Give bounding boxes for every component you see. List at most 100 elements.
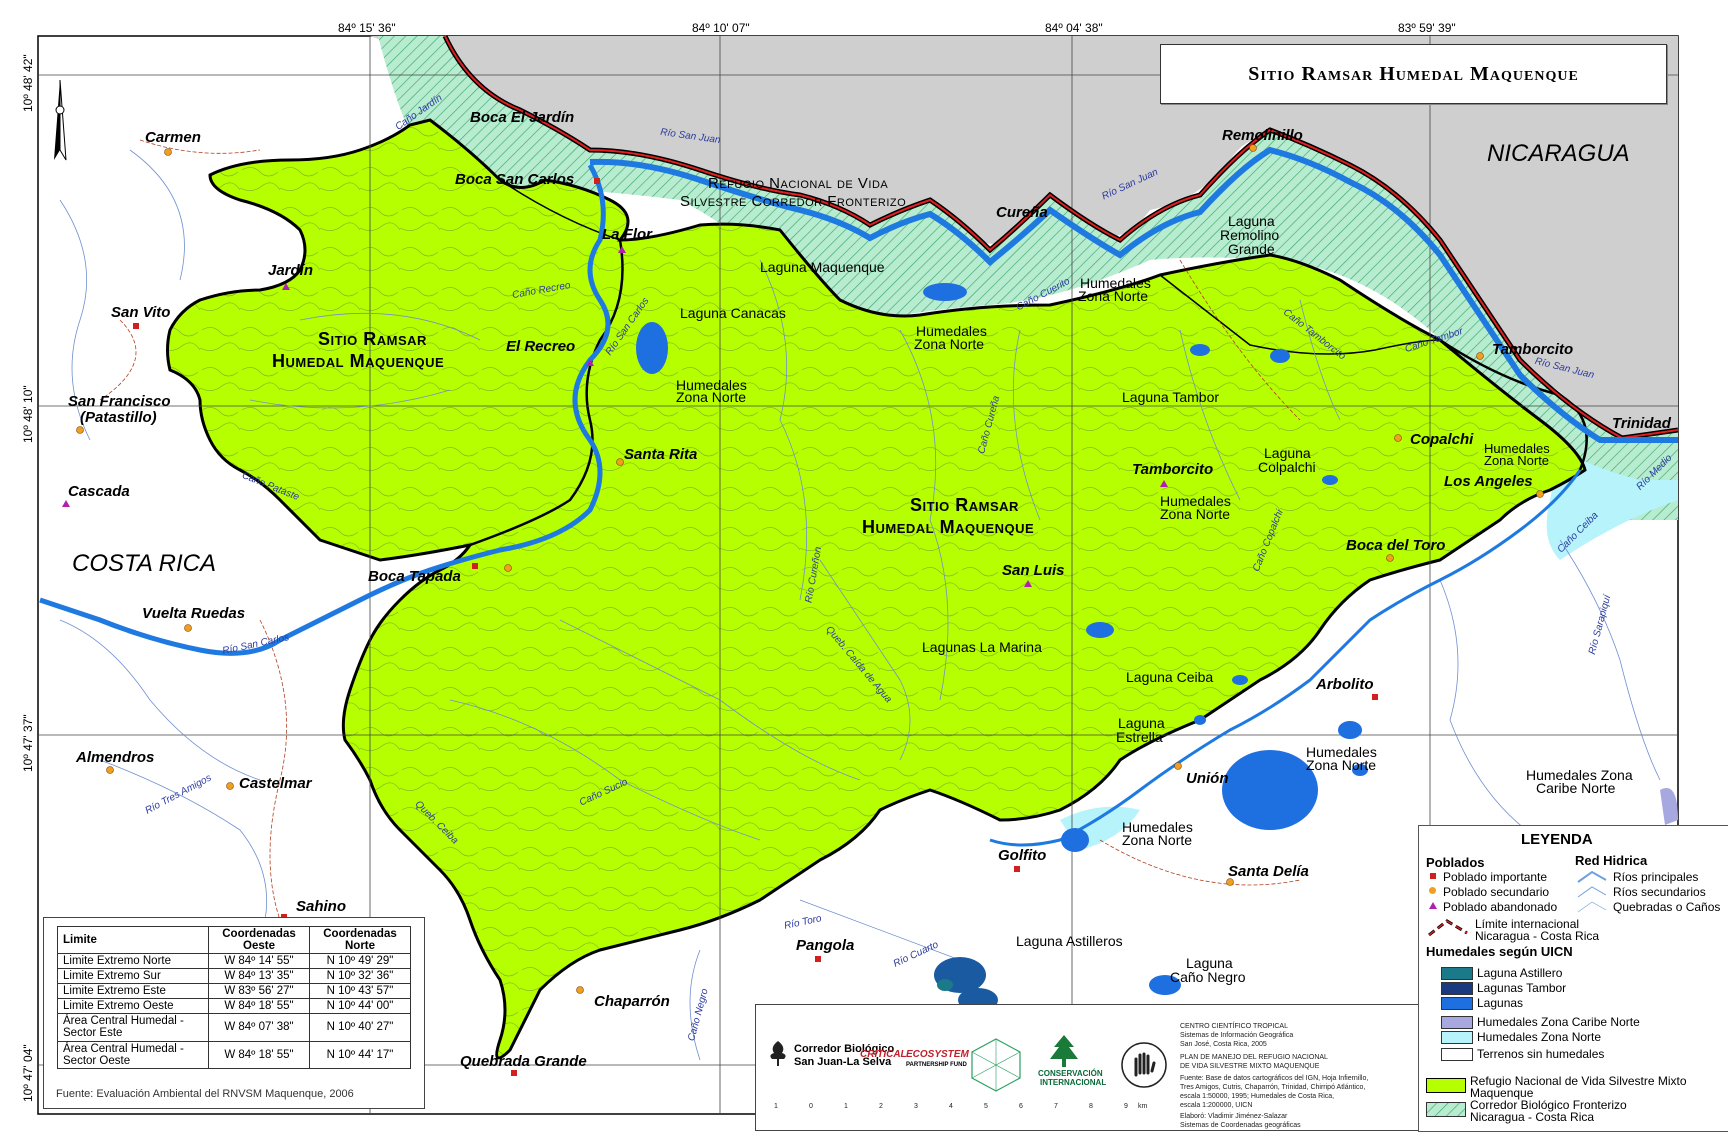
swatch-laguna-astillero bbox=[1441, 967, 1473, 980]
legend-marker-circle bbox=[1429, 887, 1436, 894]
table-cell: Limite Extremo Sur bbox=[57, 968, 209, 985]
legend-limite-1: Límite internacional bbox=[1475, 917, 1580, 931]
rio-san-juan bbox=[589, 146, 1678, 443]
scale-tick: 1 bbox=[844, 1103, 848, 1110]
feature-label: Caribe Norte bbox=[1536, 780, 1616, 796]
scale-tick: 8 bbox=[1089, 1103, 1093, 1110]
legend-corredor-2: Nicaragua - Costa Rica bbox=[1470, 1110, 1595, 1124]
legend-marker-triangle bbox=[1429, 902, 1437, 909]
coord-left-4: 10º 47' 04" bbox=[21, 1044, 35, 1102]
ci-tree-icon bbox=[1050, 1035, 1078, 1067]
logo-cct bbox=[966, 1035, 1026, 1098]
table-row: Área Central Humedal - Sector Este W 84º… bbox=[57, 1013, 411, 1042]
feature-label: Humedales Zona bbox=[1526, 767, 1633, 783]
town-label: Jardín bbox=[268, 262, 314, 279]
table-row: Área Central Humedal - Sector Oeste W 84… bbox=[57, 1040, 411, 1069]
town-label: Arbolito bbox=[1316, 676, 1374, 693]
feature-label: Laguna bbox=[1186, 955, 1233, 971]
poblado-importante bbox=[511, 1070, 517, 1076]
rio-san-carlos bbox=[39, 163, 611, 656]
poblado-secundario bbox=[76, 426, 84, 434]
town-label: Unión bbox=[1186, 770, 1229, 787]
rio-sarapiqui bbox=[989, 469, 1582, 847]
roads bbox=[99, 139, 1301, 921]
feature-label: Humedales bbox=[1160, 493, 1231, 509]
country-nicaragua: NICARAGUA bbox=[1487, 140, 1630, 167]
legend-red-1: Ríos principales bbox=[1613, 870, 1699, 884]
logo-corredor-text-2: San Juan-La Selva bbox=[794, 1056, 892, 1068]
corridor-band bbox=[378, 36, 1678, 520]
scale-tick: 7 bbox=[1054, 1103, 1058, 1110]
credit-text: Elaboró: Vladimir Jiménez-Salazar bbox=[1180, 1113, 1288, 1120]
table-header: Limite bbox=[57, 925, 209, 955]
feature-label: Humedales bbox=[1306, 744, 1377, 760]
feature-label: Grande bbox=[1228, 241, 1275, 257]
coord-top-1: 84º 15' 36" bbox=[338, 21, 396, 35]
swatch-zona-norte bbox=[1441, 1031, 1473, 1044]
poblado-secundario bbox=[1536, 490, 1544, 498]
feature-label: Humedales bbox=[1080, 275, 1151, 291]
table-cell: N 10º 49' 29" bbox=[309, 953, 411, 970]
poblado-secundario bbox=[1174, 762, 1182, 770]
feature-label: Laguna Maquenque bbox=[760, 259, 885, 275]
table-cell: Área Central Humedal - Sector Oeste bbox=[57, 1040, 209, 1069]
feature-label: Laguna bbox=[1118, 715, 1165, 731]
feature-label: Colpalchi bbox=[1258, 459, 1316, 475]
town-label: Boca San Carlos bbox=[455, 171, 575, 188]
legend-refugio-1: Refugio Nacional de Vida Silvestre Mixto bbox=[1470, 1074, 1687, 1088]
poblado-importante bbox=[472, 563, 478, 569]
poblado-abandonado bbox=[586, 359, 594, 366]
scale-tick: 9 bbox=[1124, 1103, 1128, 1110]
town-label: El Recreo bbox=[506, 338, 576, 355]
laguna-union-shape bbox=[1222, 750, 1318, 830]
credit-text: San José, Costa Rica, 2005 bbox=[1180, 1041, 1267, 1048]
settlements bbox=[62, 144, 1544, 1076]
feature-label: Zona Norte bbox=[1484, 453, 1550, 468]
logo-partnership: PARTNERSHIP FUND bbox=[906, 1062, 967, 1068]
legend-poblado-2: Poblado secundario bbox=[1443, 885, 1550, 899]
poblado-secundario bbox=[504, 564, 512, 572]
feature-label: Humedales bbox=[676, 377, 747, 393]
credit-text: Sistemas de Información Geográfica bbox=[1180, 1032, 1294, 1039]
scale-tick: 0 bbox=[809, 1103, 813, 1110]
table-header: Coordenadas Oeste bbox=[208, 925, 310, 955]
coord-top-2: 84º 10' 07" bbox=[692, 21, 750, 35]
feature-label: Zona Norte bbox=[1078, 288, 1149, 304]
table-cell: N 10º 40' 27" bbox=[309, 1013, 411, 1042]
scale-tick: 2 bbox=[879, 1103, 883, 1110]
poblado-secundario bbox=[576, 986, 584, 994]
feature-label: Laguna bbox=[1264, 445, 1311, 461]
town-label: San Vito bbox=[111, 304, 171, 321]
table-cell: N 10º 32' 36" bbox=[309, 968, 411, 985]
table-cell: W 84º 18' 55" bbox=[208, 1040, 310, 1069]
legend-limite-2: Nicaragua - Costa Rica bbox=[1475, 929, 1600, 943]
tree-icon bbox=[770, 1041, 786, 1066]
table-cell: W 84º 14' 55" bbox=[208, 953, 310, 970]
poblado-importante bbox=[594, 178, 600, 184]
poblado-secundario bbox=[184, 624, 192, 632]
table-cell: Limite Extremo Norte bbox=[57, 953, 209, 970]
sector-divider bbox=[469, 239, 624, 547]
poblado-secundario bbox=[616, 458, 624, 466]
feature-label: Laguna bbox=[1228, 213, 1275, 229]
legend-poblado-3: Poblado abandonado bbox=[1443, 900, 1558, 914]
feature-label: Laguna Ceiba bbox=[1126, 669, 1214, 685]
scale-tick: 3 bbox=[914, 1103, 918, 1110]
poblado-secundario bbox=[1226, 878, 1234, 886]
legend-refugio-2: Maquenque bbox=[1470, 1086, 1534, 1100]
credit-text: escala 1:200000, UICN bbox=[1180, 1102, 1253, 1109]
poblado-abandonado bbox=[1160, 480, 1168, 487]
poblado-secundario bbox=[164, 148, 172, 156]
town-label: Trinidad bbox=[1612, 415, 1671, 432]
logo-corredor bbox=[766, 1039, 790, 1070]
laguna-maquenque-shape bbox=[923, 283, 967, 301]
site-label-center-1: Sitio Ramsar bbox=[910, 495, 1019, 515]
town-label: Tamborcito bbox=[1492, 341, 1574, 358]
feature-label: Laguna Canacas bbox=[680, 305, 786, 321]
feature-label: Zona Norte bbox=[1122, 832, 1193, 848]
poblado-abandonado bbox=[1024, 580, 1032, 587]
town-label: Copalchi bbox=[1410, 431, 1474, 448]
coord-left-1: 10º 48' 42" bbox=[21, 54, 35, 112]
legend-humedal-2: Lagunas Tambor bbox=[1477, 981, 1567, 995]
feature-label: Zona Norte bbox=[1306, 757, 1377, 773]
